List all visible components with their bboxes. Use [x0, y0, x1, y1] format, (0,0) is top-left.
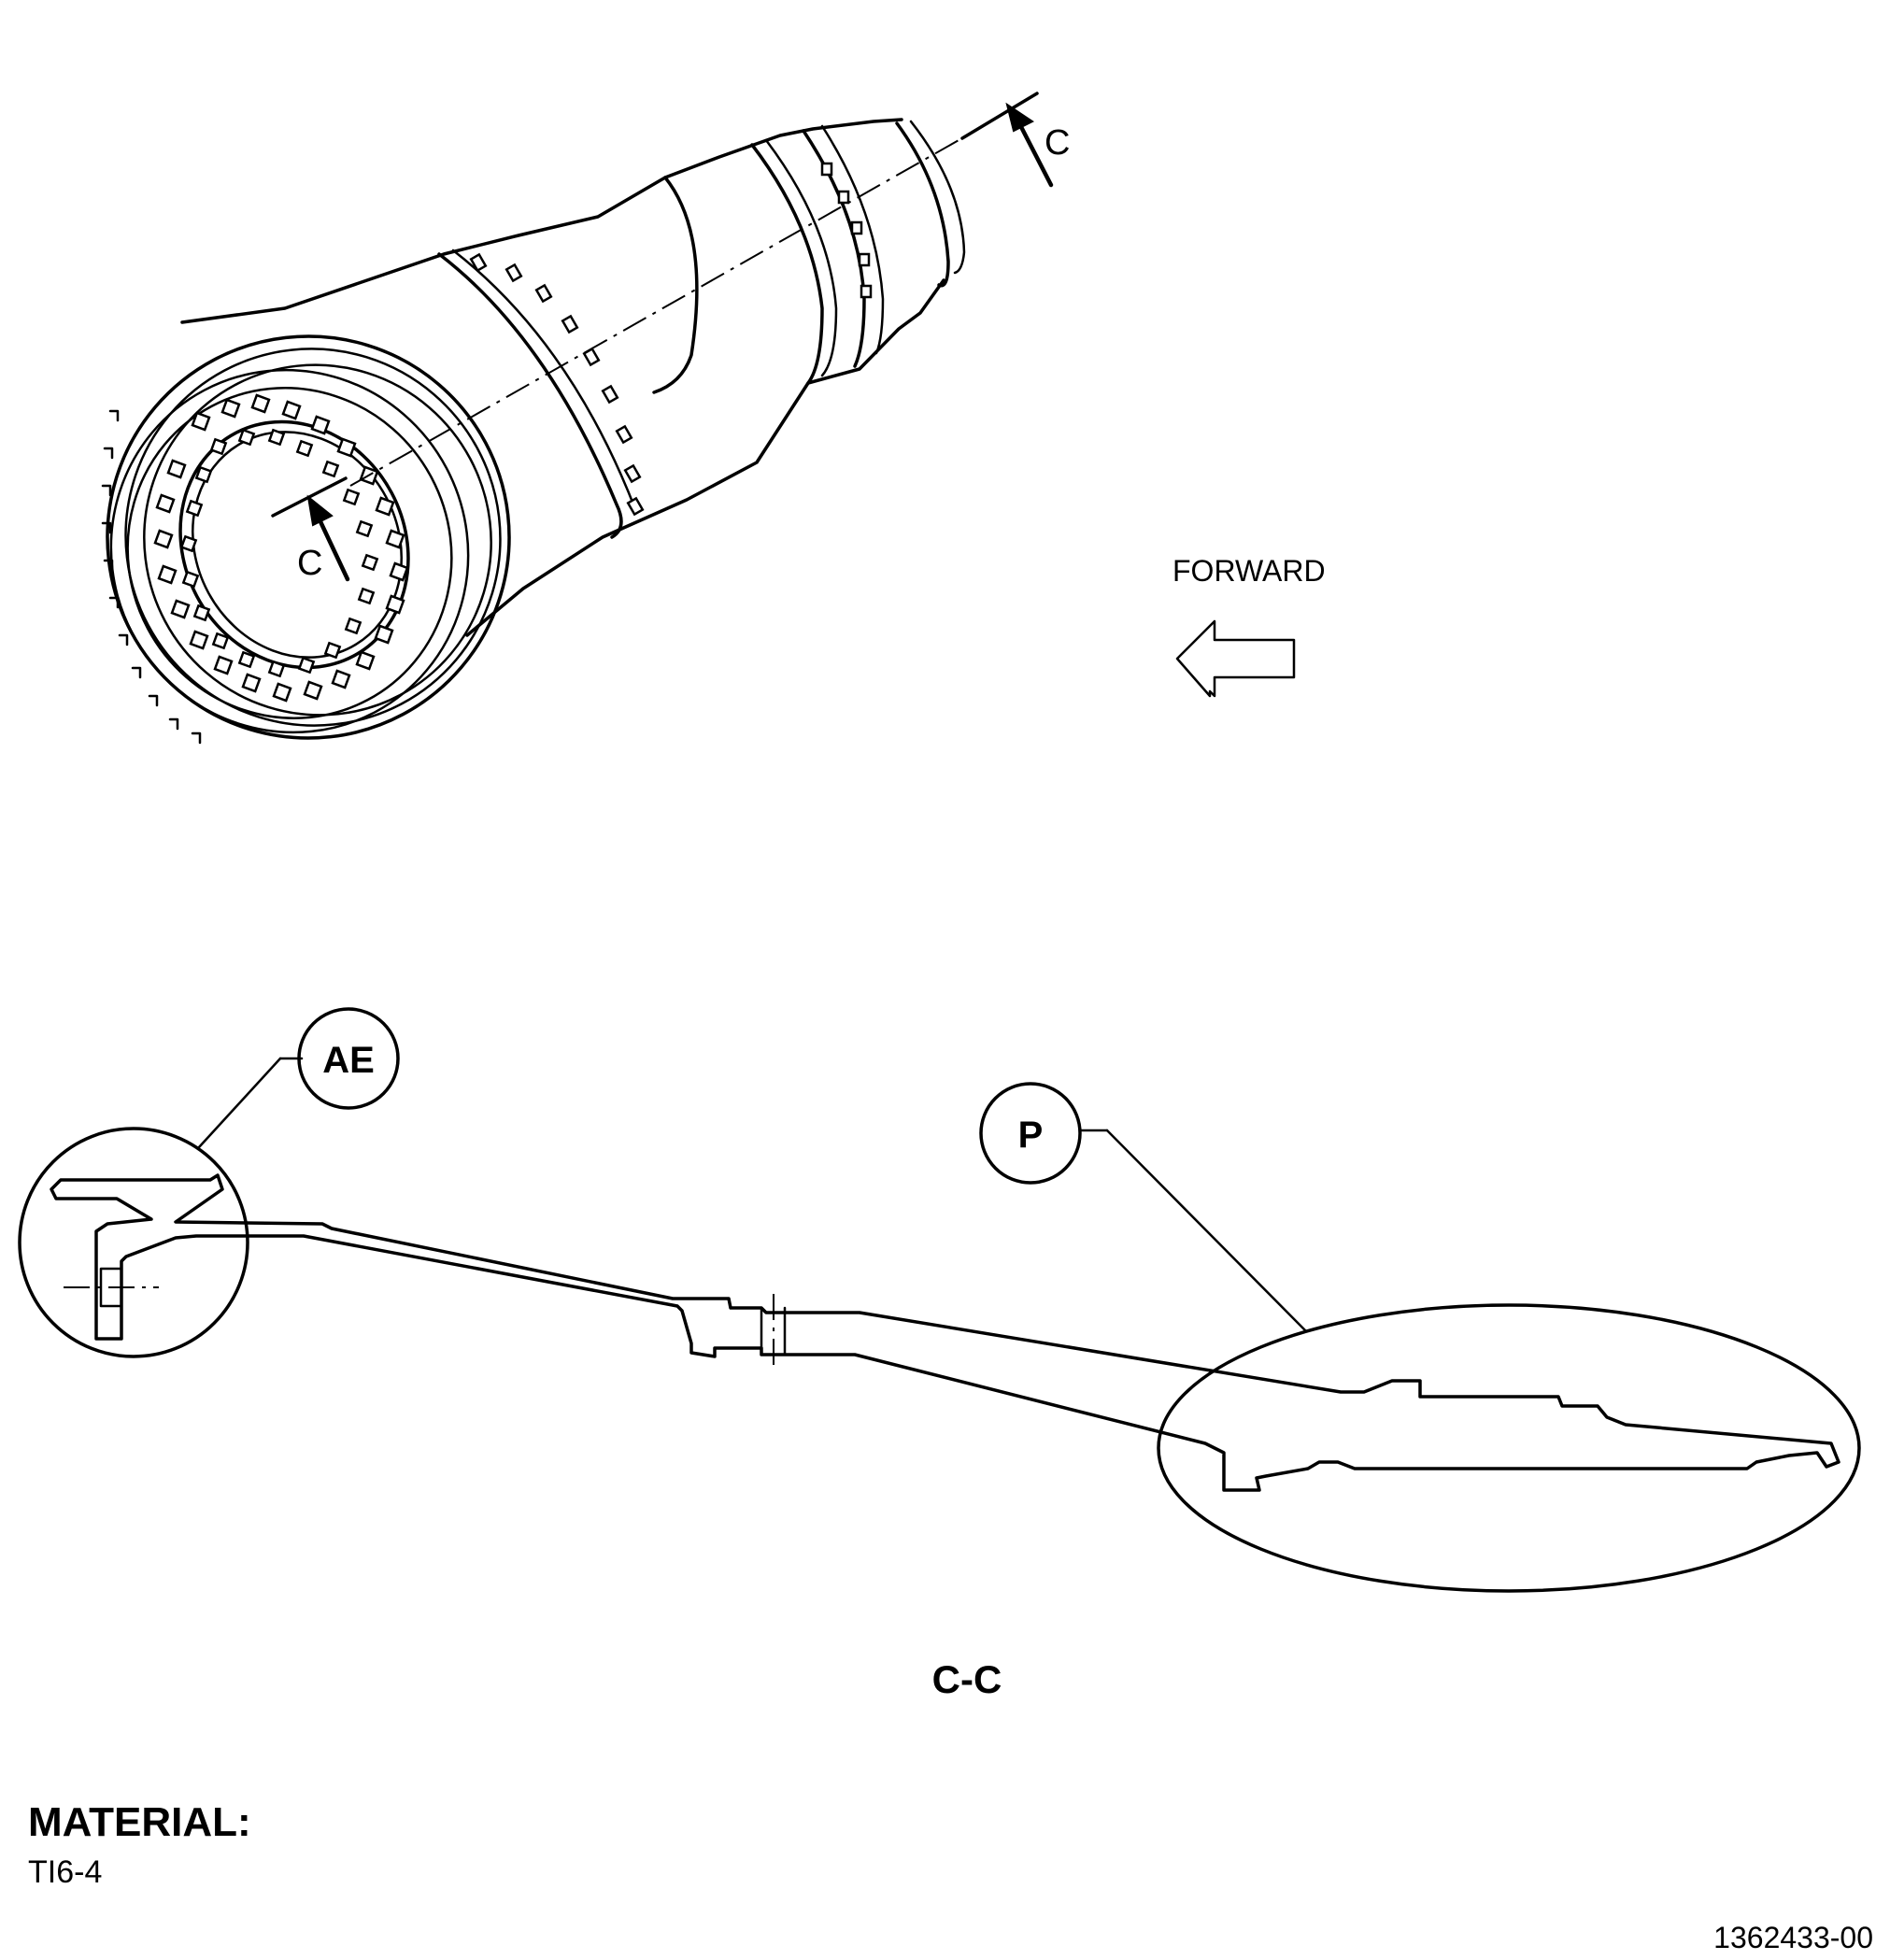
- flange-bolt-holes-inner: [179, 428, 379, 678]
- flange-teeth: [101, 409, 202, 745]
- section-view-c-c: AE P: [18, 1007, 1861, 1593]
- forward-bore: [178, 419, 410, 670]
- section-title: C-C: [932, 1657, 1002, 1701]
- mid-hole: [760, 1306, 787, 1356]
- flange-bolt-holes-outer: [153, 393, 409, 703]
- material-value: TI6-4: [28, 1854, 102, 1890]
- forward-indicator: FORWARD: [1172, 554, 1326, 698]
- detail-p-label: P: [1018, 1115, 1044, 1156]
- forward-flange-outer: [106, 334, 511, 740]
- forward-flange-ring-3: [143, 363, 492, 717]
- detail-ae-circle: [18, 1127, 249, 1358]
- detail-ae-label: AE: [322, 1040, 375, 1081]
- section-arrow-top-label: C: [1044, 123, 1070, 163]
- section-arrow-bottom-label: C: [297, 544, 322, 583]
- isometric-part-view: C C: [101, 92, 1070, 745]
- part-outline-bottom: [465, 278, 945, 637]
- section-arrow-top: C: [960, 92, 1070, 188]
- section-profile-outer: [50, 1173, 1840, 1492]
- material-heading: MATERIAL:: [28, 1799, 251, 1845]
- detail-ae-leader-diag: [197, 1057, 282, 1149]
- aft-ring-1: [652, 176, 699, 394]
- aft-ring-slots: [820, 162, 873, 299]
- figure-number: 1362433-00: [1713, 1921, 1873, 1954]
- part-centerline: [349, 135, 968, 487]
- aft-ring-2: [750, 143, 824, 385]
- section-arrow-bottom: C: [271, 476, 350, 583]
- mid-band-back: [451, 249, 637, 511]
- mid-band-slots: [469, 252, 645, 517]
- forward-label: FORWARD: [1172, 554, 1326, 588]
- forward-flange-ring-2: [124, 348, 502, 727]
- detail-p-ellipse: [1157, 1303, 1861, 1593]
- aft-ring-4: [802, 129, 866, 368]
- aft-ring-7: [909, 120, 966, 275]
- detail-p-leader-diag: [1105, 1129, 1308, 1333]
- mid-band-front: [437, 252, 623, 539]
- ae-hole: [99, 1267, 123, 1308]
- aft-ring-6: [895, 121, 950, 288]
- forward-arrow-icon: [1175, 619, 1296, 698]
- aft-ring-3: [764, 138, 838, 377]
- detail-p-bubble: [979, 1082, 1082, 1185]
- aft-ring-5: [820, 124, 885, 355]
- forward-flange-ring-5: [126, 387, 453, 719]
- forward-flange-ring-4: [109, 368, 470, 734]
